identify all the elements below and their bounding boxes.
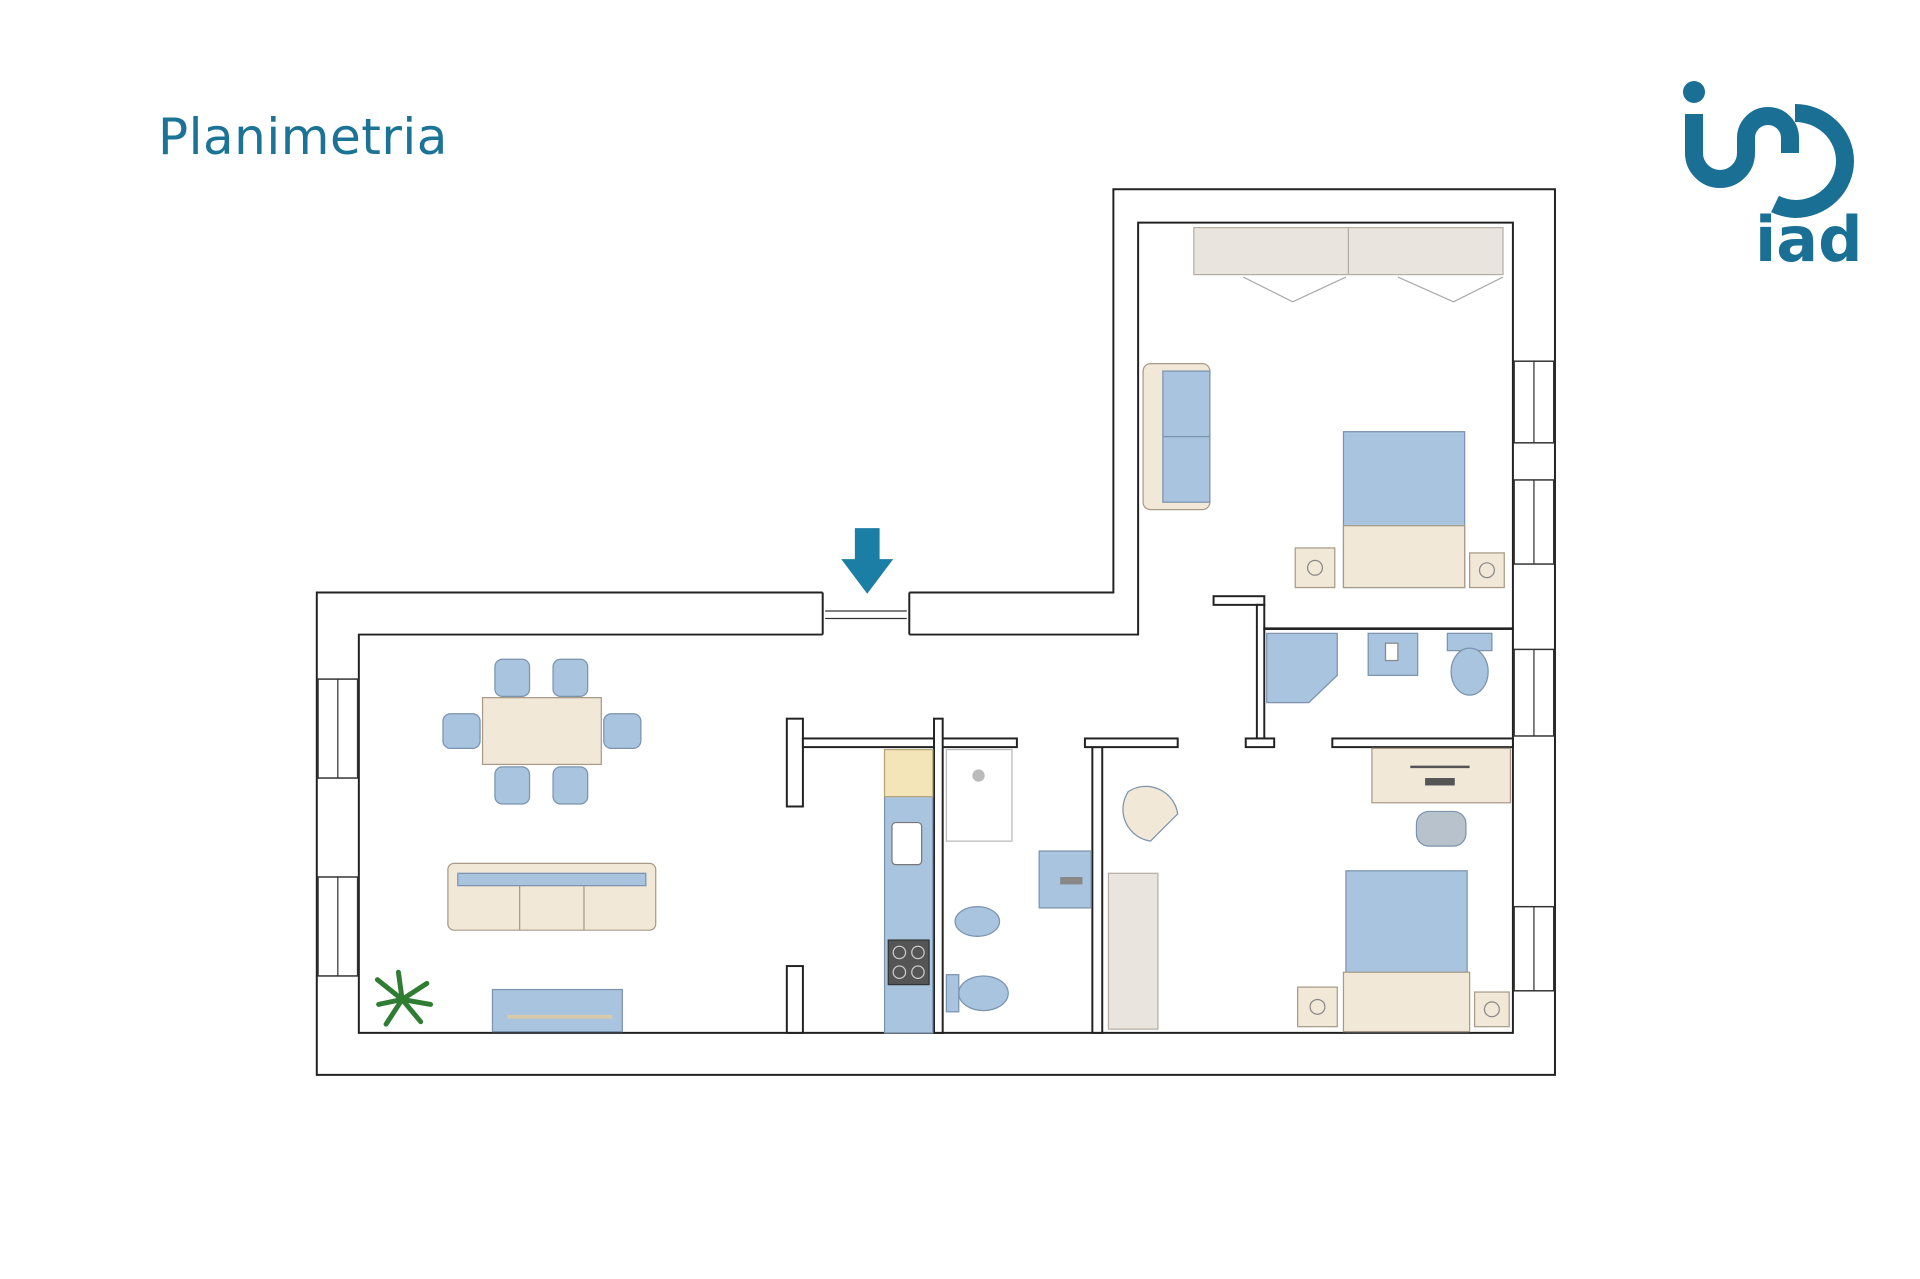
bathroom-1-fixtures: [945, 748, 1092, 1013]
bathroom-2-fixtures: [1266, 632, 1493, 704]
logo-text: iad: [1755, 203, 1862, 273]
bedroom-2-furniture: [1107, 747, 1512, 1033]
kitchen-counter: [883, 748, 934, 1034]
iad-logo: iad: [1683, 81, 1862, 273]
tv-cabinet: [491, 988, 623, 1033]
interior-walls: [785, 595, 1514, 1034]
sofa: [447, 862, 657, 931]
bedroom-1-furniture: [1142, 226, 1505, 589]
windows: [317, 360, 1555, 992]
page-title: Planimetria: [158, 108, 448, 166]
dining-table: [442, 658, 642, 805]
stove-icon: [887, 939, 930, 986]
outer-walls: [315, 188, 1556, 1076]
plant-icon: [374, 969, 434, 1027]
arrow-down-icon: [841, 528, 894, 594]
entrance-door[interactable]: [822, 591, 910, 636]
